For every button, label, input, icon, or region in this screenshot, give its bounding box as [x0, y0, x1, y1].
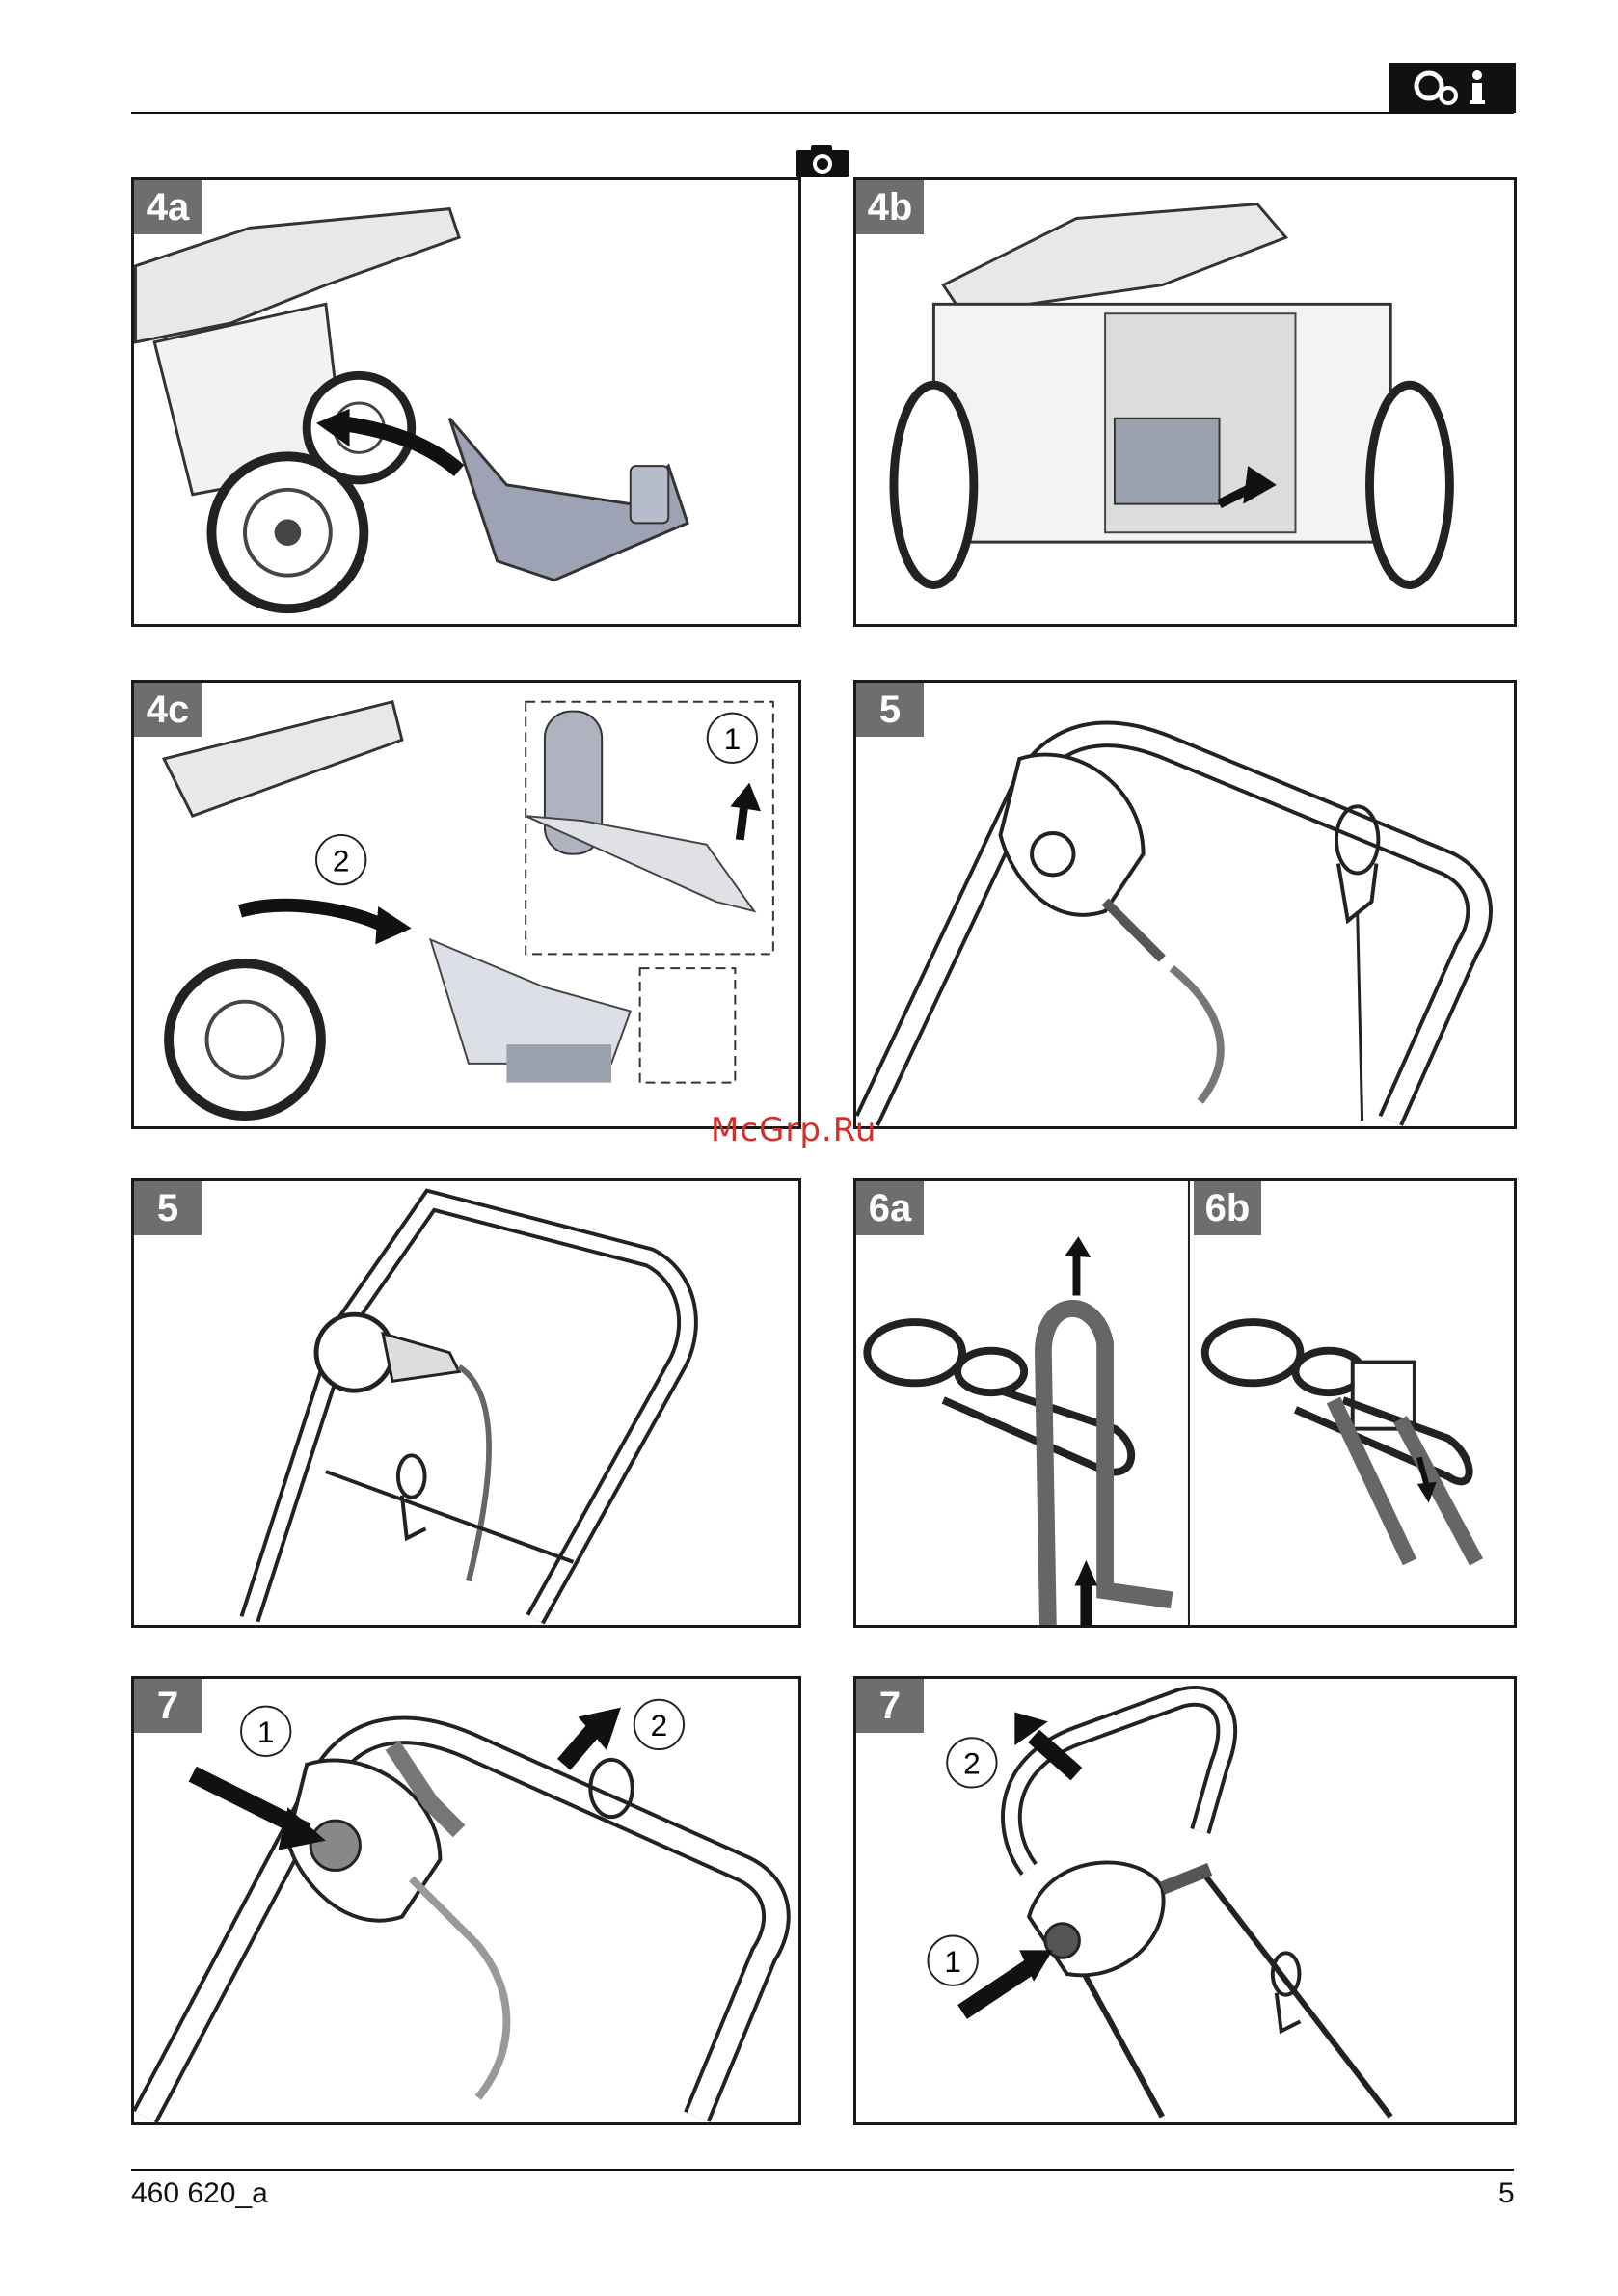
figure-label-4a: 4a — [134, 180, 202, 234]
callout-2: 2 — [333, 843, 350, 878]
cable-relief-illustration — [134, 1181, 798, 1625]
callout-1: 1 — [257, 1715, 275, 1749]
figure-label-5-bottom: 5 — [134, 1181, 202, 1235]
camera-icon — [794, 143, 851, 177]
figure-4a: 4a — [131, 177, 801, 627]
watermark: McGrp.Ru — [711, 1111, 876, 1149]
figure-5-top: 5 — [853, 680, 1517, 1129]
cable-loop-illustration — [856, 1181, 1514, 1625]
figure-label-6b: 6b — [1194, 1181, 1261, 1235]
callout-1: 1 — [724, 721, 742, 756]
footer-rule — [131, 2169, 1514, 2171]
switch-start-illustration: 1 2 — [134, 1679, 798, 2122]
figure-label-5-top: 5 — [856, 683, 924, 737]
figure-5-bottom: 5 — [131, 1178, 801, 1628]
catcher-attach-illustration: 1 2 — [134, 683, 798, 1126]
handle-switch-illustration — [856, 683, 1514, 1126]
page-number: 5 — [1498, 2177, 1515, 2210]
callout-2: 2 — [963, 1746, 981, 1781]
mower-catcher-illustration — [134, 180, 798, 624]
figure-6: 6a 6b — [853, 1178, 1517, 1628]
mower-rear-illustration — [856, 180, 1514, 624]
figure-label-7-left: 7 — [134, 1679, 202, 1733]
document-code: 460 620_a — [131, 2177, 268, 2210]
figure-label-6a: 6a — [856, 1181, 924, 1235]
figure-4b: 4b — [853, 177, 1517, 627]
figure-7-right: 7 2 1 — [853, 1676, 1517, 2125]
figure-7-left: 7 1 2 — [131, 1676, 801, 2125]
figure-label-4c: 4c — [134, 683, 202, 737]
settings-info-badge — [1389, 63, 1516, 113]
figure-label-4b: 4b — [856, 180, 924, 234]
figure-label-7-right: 7 — [856, 1679, 924, 1733]
header-rule — [131, 112, 1514, 114]
callout-2: 2 — [651, 1708, 668, 1742]
figure-4c: 4c 1 2 — [131, 680, 801, 1129]
switch-release-illustration: 2 1 — [856, 1679, 1514, 2122]
settings-info-icon — [1406, 67, 1498, 109]
callout-1: 1 — [944, 1944, 961, 1979]
